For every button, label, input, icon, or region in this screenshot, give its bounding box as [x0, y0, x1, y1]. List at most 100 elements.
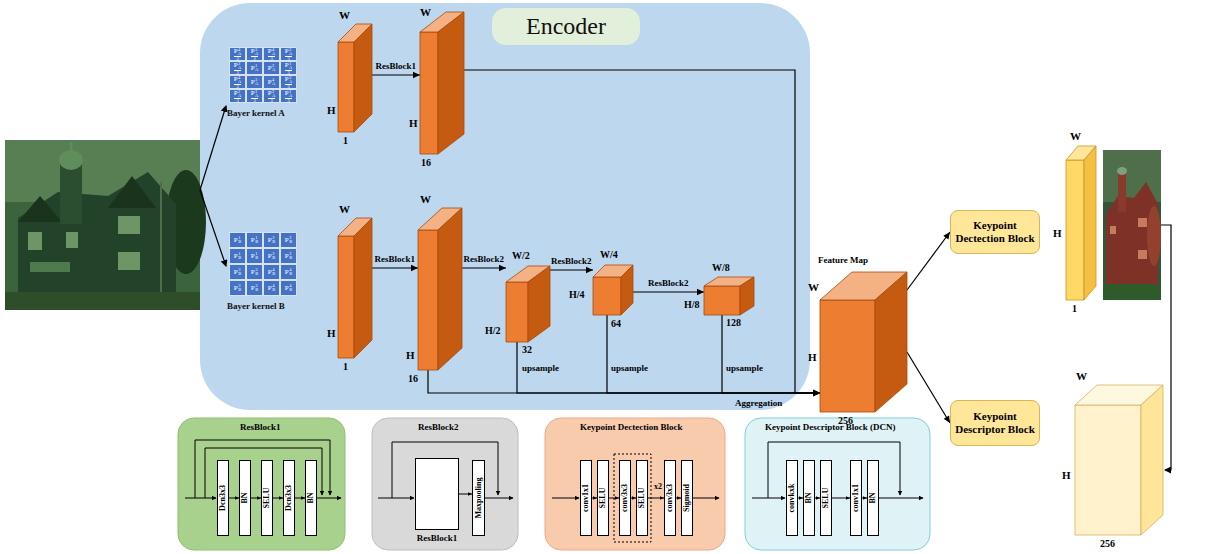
layer-label: SELU — [822, 488, 830, 509]
cell-term: P3B — [251, 284, 258, 292]
cell-indices: 1A — [289, 90, 292, 98]
cell-denominator: 3 — [234, 70, 240, 75]
cell-symbol: P — [251, 48, 255, 55]
photo-dome — [1117, 167, 1127, 175]
kernel-cell: P4B — [263, 280, 280, 296]
module-panel: ResBlock2ResBlock1Maxpooling — [372, 418, 518, 550]
cell-subscript: B — [272, 272, 275, 276]
dimension-label: H/4 — [569, 290, 585, 301]
layer-label: Sigmoid — [683, 484, 691, 512]
cell-term: P2A — [268, 64, 276, 72]
photo-spire — [70, 142, 73, 152]
cell-symbol: P — [251, 90, 255, 97]
cell-indices: 3A — [255, 78, 258, 86]
layer-bar: BN — [305, 460, 317, 536]
photo-gable — [18, 196, 62, 222]
bayer-kernel: Bayer kernel BP1BP1BP2BP2BP1BP1BP2BP2BP3… — [229, 232, 297, 296]
cell-term: P4A — [268, 48, 276, 56]
dimension-label: H — [327, 328, 336, 340]
photo-dome — [59, 150, 83, 170]
bayer-kernel: Bayer kernel AP4A3P3A3P4A3P3A3P2A3P1AP2A… — [229, 47, 297, 103]
output-photo — [1103, 150, 1161, 300]
layer-label: SELU — [638, 488, 646, 509]
arrow-head — [813, 390, 820, 396]
cell-subscript: B — [255, 272, 258, 276]
block-shape — [1066, 146, 1096, 300]
kernel-cell: P4A3 — [229, 75, 246, 89]
feature-block: W/8H/8128 — [704, 277, 754, 315]
dimension-label: Feature Map — [818, 256, 868, 265]
layer-bar: Sigmoid — [681, 460, 693, 536]
cell-indices: 2A — [272, 90, 275, 98]
dimension-label: 32 — [522, 345, 532, 356]
dimension-label: H — [1053, 228, 1062, 240]
layer-bar: BN — [867, 460, 879, 536]
photo-pole — [160, 182, 162, 292]
cell-term: P1A — [285, 90, 293, 98]
cell-indices: 1B — [255, 236, 258, 244]
cell-indices: 2B — [272, 236, 275, 244]
cell-denominator: 3 — [268, 98, 274, 103]
cell-indices: 4B — [289, 284, 292, 292]
cell-subscript: B — [238, 288, 241, 292]
dimension-label: W — [420, 194, 431, 206]
panel-title: ResBlock2 — [418, 422, 459, 432]
kernel-cell: P1A3 — [280, 61, 297, 75]
cell-denominator: 3 — [285, 98, 291, 103]
dimension-label: W — [808, 282, 819, 294]
connector — [550, 267, 593, 273]
layer-bar: SELU — [820, 460, 832, 536]
kernel-cell: P2A3 — [263, 89, 280, 103]
input-photo — [5, 140, 206, 310]
kernel-cell: P1B — [246, 232, 263, 248]
cell-indices: 3B — [255, 284, 258, 292]
cell-term: P4B — [268, 268, 275, 276]
kernel-cell: P3A3 — [246, 47, 263, 61]
block-shape — [593, 265, 633, 315]
cell-term: P2A — [268, 90, 276, 98]
sub-block: ResBlock1 — [415, 458, 459, 530]
cell-term: P2B — [268, 252, 275, 260]
layer-bar: conv1x1 — [580, 460, 592, 536]
arrow-head — [499, 265, 506, 271]
kernel-cell: P3B — [229, 264, 246, 280]
cell-term: P2B — [285, 252, 292, 260]
cell-indices: 1A — [255, 64, 258, 72]
edge-label: upsample — [726, 364, 763, 374]
cell-subscript: A — [272, 68, 275, 72]
kernel-caption: Bayer kernel B — [227, 301, 285, 311]
free-label: Aggregation — [735, 398, 782, 408]
cell-symbol: P — [251, 285, 255, 292]
cell-term: P1A — [251, 90, 259, 98]
cell-symbol: P — [285, 269, 289, 276]
photo-window — [1138, 218, 1147, 227]
dimension-label: W — [1070, 131, 1081, 143]
arrow-head — [813, 390, 820, 396]
connector-line — [372, 74, 420, 75]
cell-symbol: P — [234, 76, 238, 83]
kernel-cell: P1B — [246, 248, 263, 264]
layer-label: conv1x1 — [852, 484, 860, 512]
panel-fill — [372, 418, 518, 550]
block-front — [418, 230, 438, 370]
feature-block: WH256 — [1075, 385, 1163, 535]
block-front — [420, 32, 438, 154]
dimension-label: H/2 — [485, 326, 501, 337]
cell-term: P3B — [234, 268, 241, 276]
dimension-label: 1 — [343, 362, 348, 373]
cell-subscript: B — [289, 240, 292, 244]
kernel-cell: P1A3 — [280, 89, 297, 103]
kernel-cell: P4B — [263, 264, 280, 280]
panel-fills — [178, 3, 930, 550]
layer-label: SELU — [263, 488, 271, 509]
block-side — [354, 24, 372, 132]
block-side — [1141, 385, 1163, 535]
cell-symbol: P — [268, 65, 272, 72]
kernel-cell: P2B — [280, 248, 297, 264]
flow-out — [693, 498, 719, 499]
block-front — [506, 282, 528, 342]
edge-label: ResBlock2 — [464, 255, 505, 265]
block-shape — [820, 272, 907, 412]
cell-indices: 4A — [272, 48, 275, 56]
connector — [633, 289, 704, 295]
